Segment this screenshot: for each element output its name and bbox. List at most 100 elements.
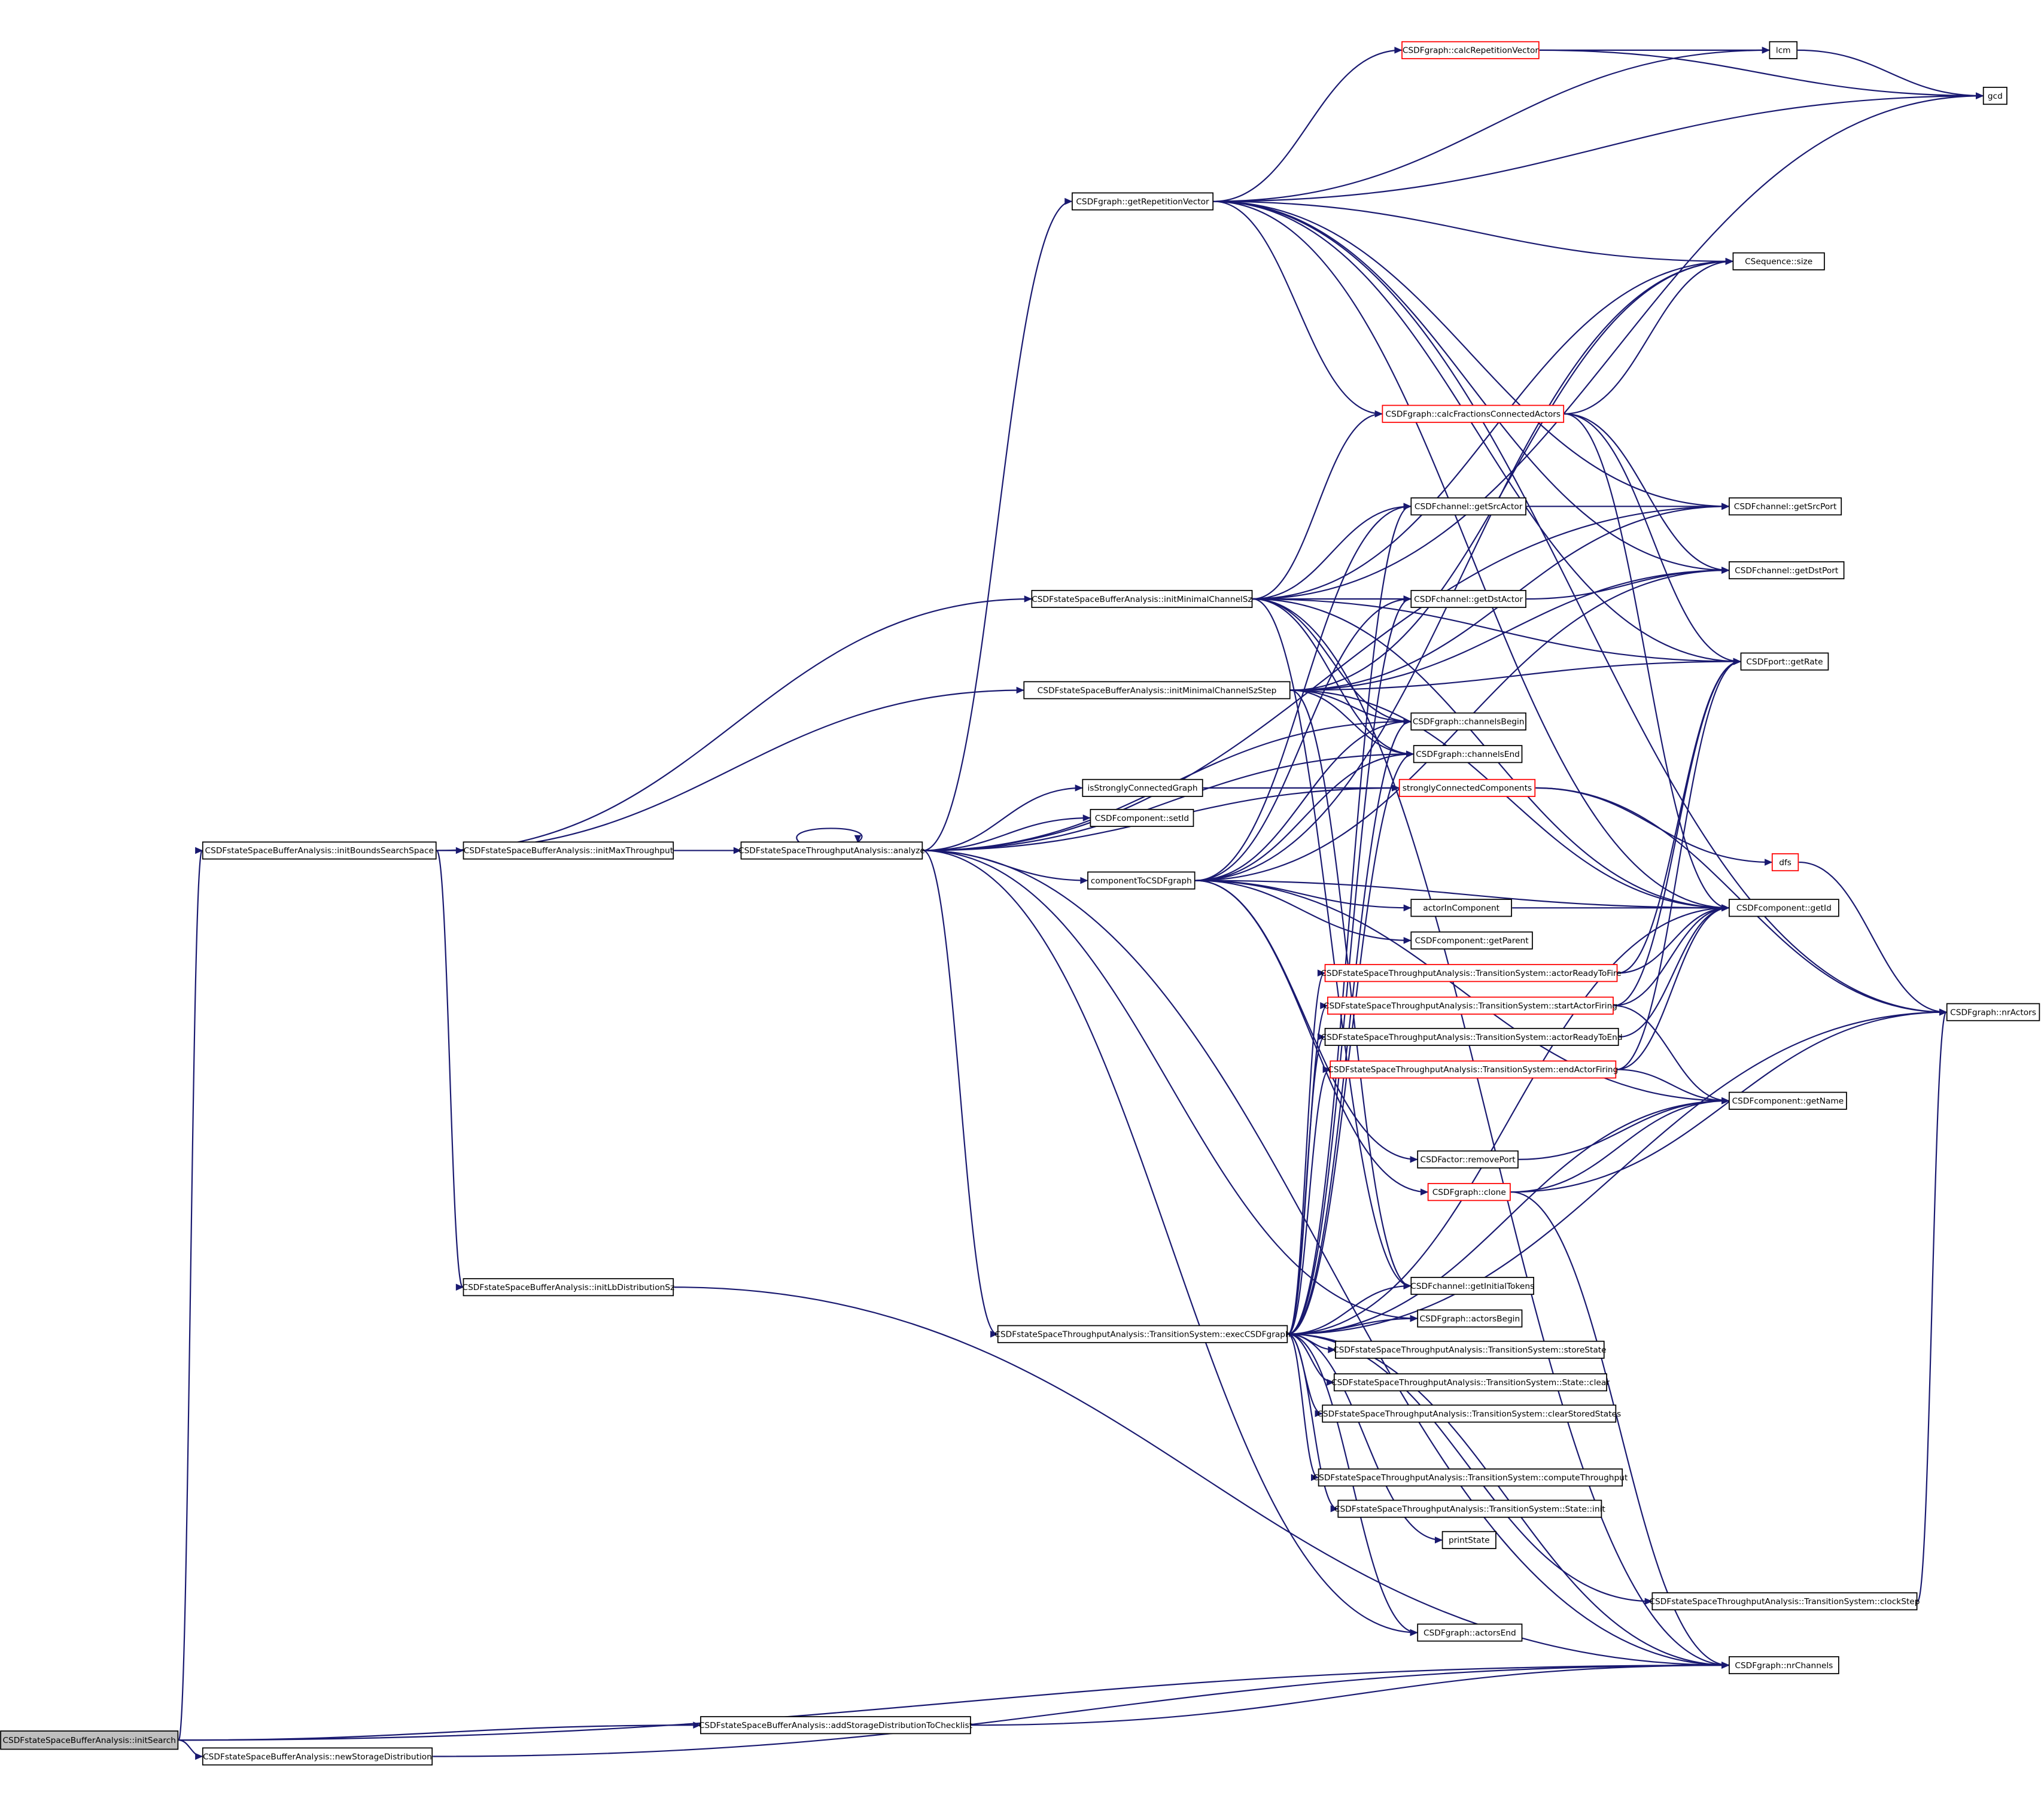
node-stateClear[interactable]: CSDFstateSpaceThroughputAnalysis::Transi… <box>1331 1373 1610 1392</box>
node-box[interactable] <box>1417 1150 1519 1169</box>
node-stronglyConnectedComponents[interactable]: stronglyConnectedComponents <box>1398 778 1536 797</box>
node-computeThroughput[interactable]: CSDFstateSpaceThroughputAnalysis::Transi… <box>1313 1468 1628 1487</box>
node-box[interactable] <box>1729 561 1845 580</box>
node-actorReadyToEnd[interactable]: CSDFstateSpaceThroughputAnalysis::Transi… <box>1321 1027 1623 1046</box>
node-initSearch[interactable]: CSDFstateSpaceBufferAnalysis::initSearch <box>0 1730 179 1750</box>
node-calcRepetitionVector[interactable]: CSDFgraph::calcRepetitionVector <box>1401 41 1540 59</box>
node-componentToCSDFgraph[interactable]: componentToCSDFgraph <box>1087 871 1196 890</box>
node-nrActors[interactable]: CSDFgraph::nrActors <box>1946 1003 2040 1021</box>
node-box[interactable] <box>1982 87 2008 105</box>
node-box[interactable] <box>1417 1623 1523 1642</box>
node-box[interactable] <box>997 1325 1288 1343</box>
node-box[interactable] <box>1410 712 1526 731</box>
node-box[interactable] <box>1324 964 1618 982</box>
node-gcd[interactable]: gcd <box>1982 87 2008 105</box>
node-box[interactable] <box>1729 1091 1847 1110</box>
node-analyze[interactable]: CSDFstateSpaceThroughputAnalysis::analyz… <box>738 841 925 860</box>
node-size[interactable]: CSequence::size <box>1732 252 1825 270</box>
node-box[interactable] <box>1410 931 1533 950</box>
node-initLbDistributionSz[interactable]: CSDFstateSpaceBufferAnalysis::initLbDist… <box>463 1278 675 1297</box>
node-box[interactable] <box>463 1278 674 1297</box>
node-getInitialTokens[interactable]: CSDFchannel::getInitialTokens <box>1410 1277 1534 1295</box>
node-box[interactable] <box>1322 1404 1617 1423</box>
node-calcFractionsConnectedActors[interactable]: CSDFgraph::calcFractionsConnectedActors <box>1382 404 1565 423</box>
node-box[interactable] <box>1327 996 1614 1015</box>
node-box[interactable] <box>1335 1340 1605 1359</box>
node-box[interactable] <box>1729 899 1839 917</box>
node-actorReadyToFire[interactable]: CSDFstateSpaceThroughputAnalysis::Transi… <box>1321 964 1622 982</box>
node-getRate[interactable]: CSDFport::getRate <box>1740 652 1829 671</box>
node-addStorageDistributionToChecklist[interactable]: CSDFstateSpaceBufferAnalysis::addStorage… <box>699 1716 973 1735</box>
node-printState[interactable]: printState <box>1441 1531 1496 1549</box>
node-actorInComponent[interactable]: actorInComponent <box>1410 899 1512 917</box>
node-channelsBegin[interactable]: CSDFgraph::channelsBegin <box>1410 712 1526 731</box>
node-box[interactable] <box>1441 1531 1496 1549</box>
node-box[interactable] <box>1023 681 1291 699</box>
node-box[interactable] <box>463 841 674 860</box>
node-box[interactable] <box>740 841 923 860</box>
node-getName[interactable]: CSDFcomponent::getName <box>1729 1091 1847 1110</box>
node-clone[interactable]: CSDFgraph::clone <box>1427 1183 1511 1201</box>
node-box[interactable] <box>1769 41 1798 59</box>
node-execCSDFgraph[interactable]: CSDFstateSpaceThroughputAnalysis::Transi… <box>994 1325 1291 1343</box>
node-box[interactable] <box>1410 899 1512 917</box>
node-box[interactable] <box>1401 41 1540 59</box>
node-newStorageDistribution[interactable]: CSDFstateSpaceBufferAnalysis::newStorage… <box>202 1747 433 1766</box>
node-initMinimalChannelSzStep[interactable]: CSDFstateSpaceBufferAnalysis::initMinima… <box>1023 681 1291 699</box>
node-box[interactable] <box>1410 589 1526 609</box>
node-box[interactable] <box>1410 497 1526 516</box>
node-removePort[interactable]: CSDFactor::removePort <box>1417 1150 1519 1169</box>
node-box[interactable] <box>1337 1499 1602 1518</box>
node-clockStep[interactable]: CSDFstateSpaceThroughputAnalysis::Transi… <box>1649 1592 1920 1611</box>
node-box[interactable] <box>1946 1003 2040 1021</box>
node-box[interactable] <box>1382 404 1565 423</box>
node-initMinimalChannelSz[interactable]: CSDFstateSpaceBufferAnalysis::initMinima… <box>1031 589 1253 609</box>
node-isStronglyConnectedGraph[interactable]: isStronglyConnectedGraph <box>1082 778 1203 797</box>
node-box[interactable] <box>1398 778 1536 797</box>
node-box[interactable] <box>1082 778 1203 797</box>
node-getDstActor[interactable]: CSDFchannel::getDstActor <box>1410 589 1526 609</box>
node-box[interactable] <box>1333 1373 1607 1392</box>
node-box[interactable] <box>1413 745 1523 763</box>
node-box[interactable] <box>1427 1183 1511 1201</box>
node-box[interactable] <box>1318 1468 1623 1487</box>
node-box[interactable] <box>700 1716 971 1735</box>
node-box[interactable] <box>1072 192 1214 211</box>
node-box[interactable] <box>1771 853 1799 872</box>
node-box[interactable] <box>1330 1060 1617 1079</box>
node-nrChannels[interactable]: CSDFgraph::nrChannels <box>1729 1656 1839 1675</box>
node-getId[interactable]: CSDFcomponent::getId <box>1729 899 1839 917</box>
node-initMaxThroughput[interactable]: CSDFstateSpaceBufferAnalysis::initMaxThr… <box>463 841 674 860</box>
node-box[interactable] <box>1031 589 1253 609</box>
node-storeState[interactable]: CSDFstateSpaceThroughputAnalysis::Transi… <box>1333 1340 1607 1359</box>
node-channelsEnd[interactable]: CSDFgraph::channelsEnd <box>1413 745 1523 763</box>
node-box[interactable] <box>1651 1592 1918 1611</box>
node-box[interactable] <box>1324 1027 1619 1046</box>
node-startActorFiring[interactable]: CSDFstateSpaceThroughputAnalysis::Transi… <box>1324 996 1617 1015</box>
node-dfs[interactable]: dfs <box>1771 853 1799 872</box>
node-initBoundsSearchSpace[interactable]: CSDFstateSpaceBufferAnalysis::initBounds… <box>202 841 437 860</box>
node-box[interactable] <box>1732 252 1825 270</box>
node-getRepetitionVector[interactable]: CSDFgraph::getRepetitionVector <box>1072 192 1214 211</box>
node-box[interactable] <box>202 1747 433 1766</box>
node-box[interactable] <box>202 841 437 860</box>
node-setId[interactable]: CSDFcomponent::setId <box>1090 808 1194 828</box>
node-box[interactable] <box>1417 1309 1523 1328</box>
node-getDstPort[interactable]: CSDFchannel::getDstPort <box>1729 561 1845 580</box>
node-box[interactable] <box>1410 1277 1534 1295</box>
node-actorsEnd[interactable]: CSDFgraph::actorsEnd <box>1417 1623 1523 1642</box>
node-clearStoredStates[interactable]: CSDFstateSpaceThroughputAnalysis::Transi… <box>1317 1404 1621 1423</box>
node-getParent[interactable]: CSDFcomponent::getParent <box>1410 931 1533 950</box>
node-box[interactable] <box>1090 808 1194 828</box>
node-box[interactable] <box>1729 497 1842 516</box>
node-box[interactable] <box>1087 871 1196 890</box>
node-lcm[interactable]: lcm <box>1769 41 1798 59</box>
node-endActorFiring[interactable]: CSDFstateSpaceThroughputAnalysis::Transi… <box>1328 1060 1618 1079</box>
node-box[interactable] <box>1740 652 1829 671</box>
node-stateInit[interactable]: CSDFstateSpaceThroughputAnalysis::Transi… <box>1334 1499 1605 1518</box>
node-actorsBegin[interactable]: CSDFgraph::actorsBegin <box>1417 1309 1523 1328</box>
node-box[interactable] <box>0 1730 179 1750</box>
node-box[interactable] <box>1729 1656 1839 1675</box>
node-getSrcPort[interactable]: CSDFchannel::getSrcPort <box>1729 497 1842 516</box>
node-getSrcActor[interactable]: CSDFchannel::getSrcActor <box>1410 497 1526 516</box>
